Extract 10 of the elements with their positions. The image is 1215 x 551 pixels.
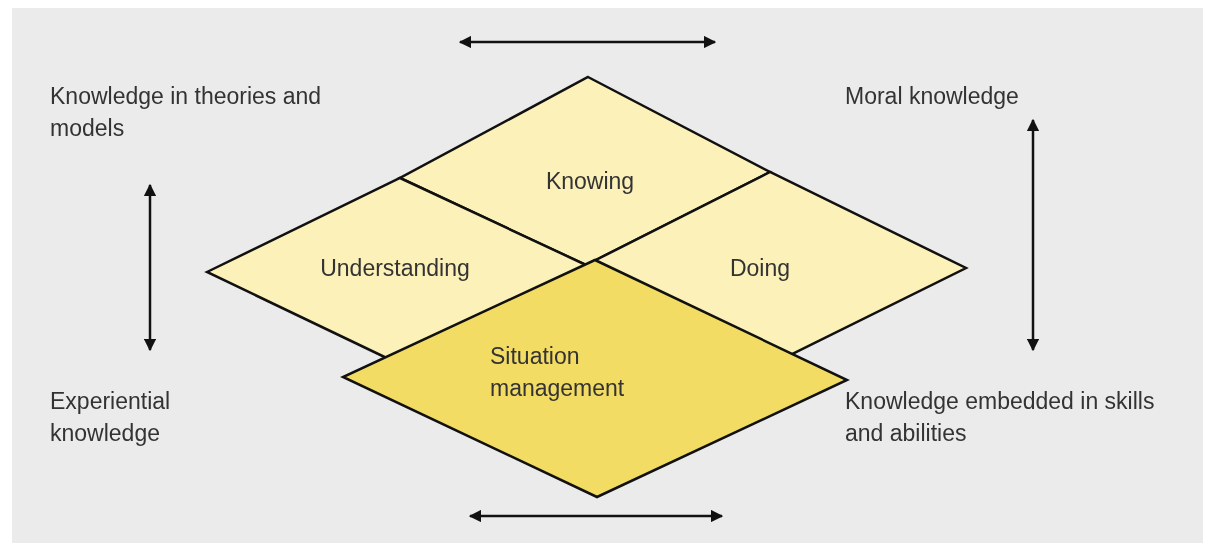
quadrant-label: Situation management <box>490 342 626 404</box>
quadrant-label: Doing <box>728 254 792 283</box>
knowledge-label: Knowledge in theories and models <box>50 82 323 144</box>
quadrant-label: Knowing <box>544 167 636 196</box>
knowledge-label: Knowledge embedded in skills and abilities <box>845 387 1156 449</box>
double-arrow <box>1026 118 1040 352</box>
double-arrow <box>143 183 157 352</box>
knowledge-label: Experiential knowledge <box>50 387 172 449</box>
knowledge-label: Moral knowledge <box>845 82 1020 111</box>
quadrant-label: Understanding <box>319 254 471 283</box>
